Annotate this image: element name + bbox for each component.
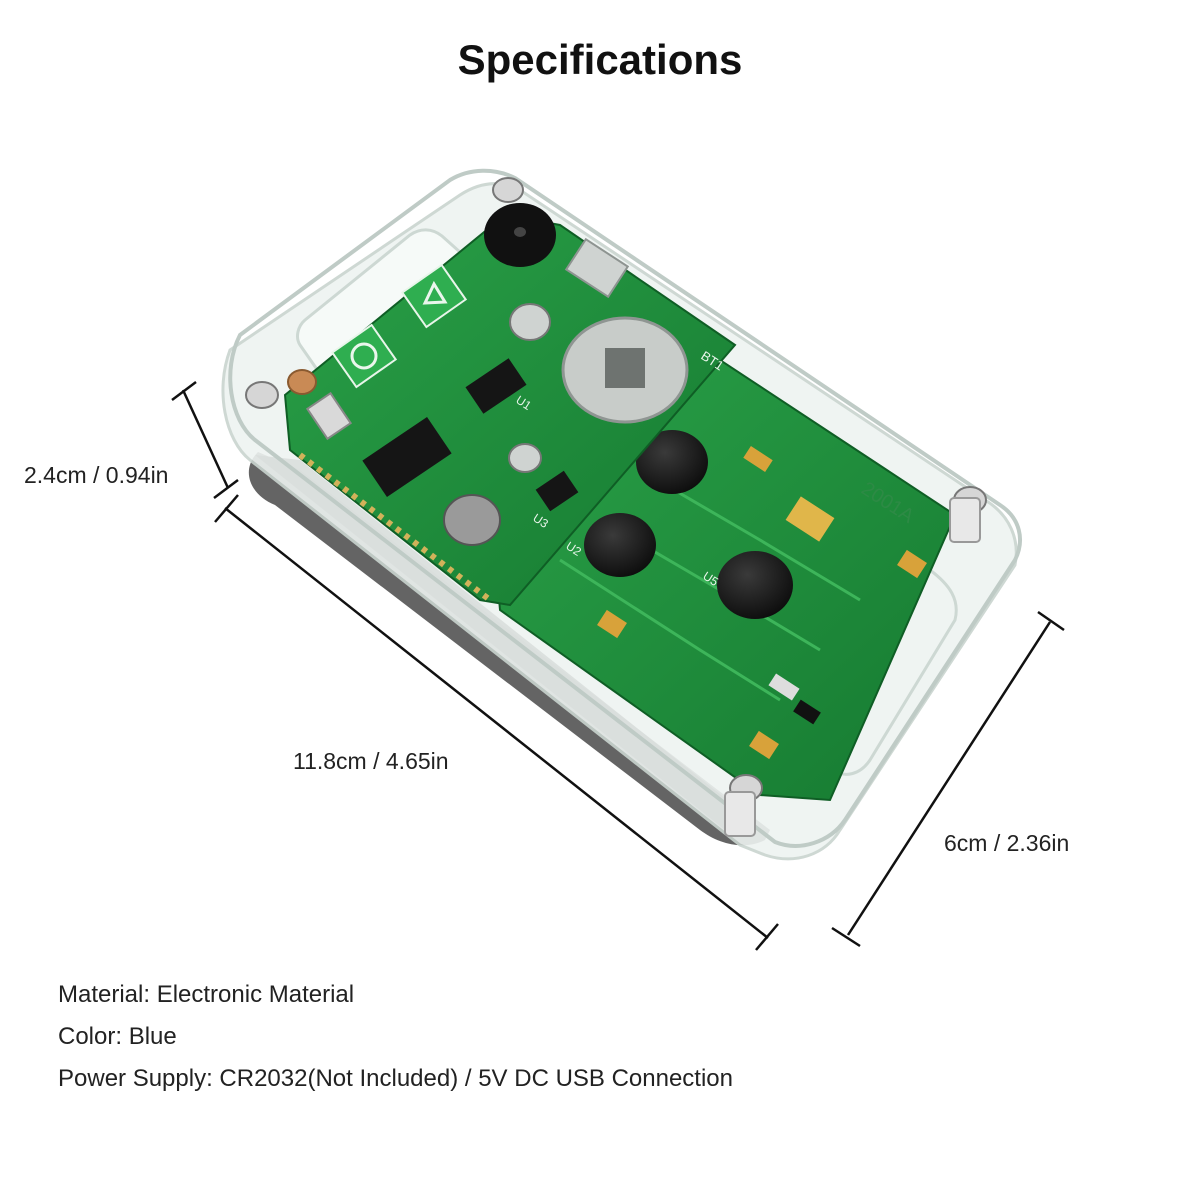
length-dimension-line [224, 507, 769, 939]
usb-port [564, 237, 630, 299]
height-dimension-label: 2.4cm / 0.94in [24, 462, 169, 488]
width-dimension-label: 6cm / 2.36in [944, 830, 1070, 856]
length-dimension-label: 11.8cm / 4.65in [293, 748, 449, 774]
chip-main [362, 416, 452, 498]
button-a [636, 430, 708, 494]
dimension-lines [171, 381, 1065, 951]
standoff-screws [245, 177, 987, 837]
height-dimension-line [181, 389, 230, 489]
spec-color: Color: Blue [58, 1023, 177, 1050]
game-buttons [584, 430, 793, 619]
spec-list: Material: Electronic Material Color: Blu… [58, 974, 733, 1100]
spec-power-supply: Power Supply: CR2032(Not Included) / 5V … [58, 1065, 733, 1092]
button-b [584, 513, 656, 577]
circle-pad [330, 323, 398, 389]
page-title: Specifications [457, 36, 743, 83]
control-pcb: BT1 U1 U2 U3 U5 [283, 203, 737, 607]
width-dimension-line [846, 621, 1052, 936]
vibration-motor [443, 494, 501, 546]
power-switch [305, 391, 353, 441]
button-c [717, 551, 793, 619]
spec-material: Material: Electronic Material [58, 981, 355, 1008]
triangle-pad [400, 263, 468, 329]
chip-driver [465, 358, 527, 414]
